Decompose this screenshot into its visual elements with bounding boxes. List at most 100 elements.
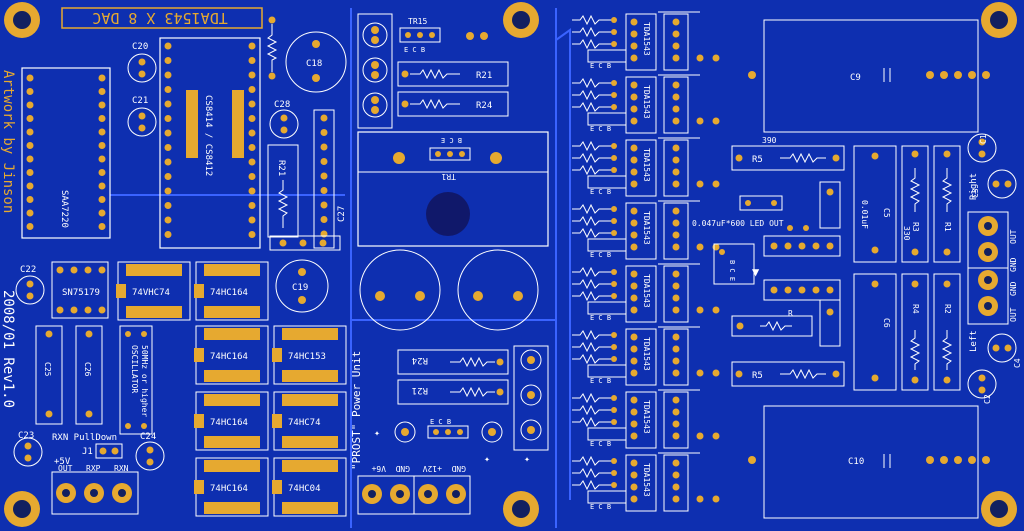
solder-pad bbox=[611, 29, 617, 35]
solder-pad bbox=[320, 114, 328, 122]
solder-pad bbox=[630, 408, 638, 416]
smd-chip-u7: 74HC164 bbox=[194, 457, 269, 517]
solder-pad bbox=[630, 54, 638, 62]
resistor-r24-psu-top: R24 bbox=[397, 91, 509, 117]
solder-pad bbox=[611, 332, 617, 338]
solder-pad bbox=[248, 144, 256, 151]
solder-pad bbox=[56, 306, 64, 314]
solder-pad bbox=[630, 105, 638, 113]
solder-pad bbox=[248, 86, 256, 93]
r-label: R bbox=[788, 309, 793, 318]
solder-pad bbox=[803, 225, 809, 231]
solder-pad bbox=[164, 144, 172, 151]
c3-label: C3 bbox=[971, 188, 980, 198]
solder-pad bbox=[696, 54, 704, 62]
resistor-r3: 330 R3 bbox=[901, 145, 929, 263]
c2-label: C2 bbox=[983, 394, 992, 404]
smd-chip-u8: 74HC04 bbox=[272, 457, 347, 517]
saa7220-label: SAA7220 bbox=[59, 190, 69, 228]
solder-pad bbox=[26, 101, 34, 109]
solder-pad bbox=[248, 71, 256, 79]
solder-pad bbox=[164, 173, 172, 180]
r5-top-label: R5 bbox=[752, 155, 763, 165]
mounting-hole-tl bbox=[4, 2, 40, 38]
section-dividers bbox=[110, 8, 571, 528]
out-right-label: OUT bbox=[1009, 229, 1018, 244]
solder-pad bbox=[98, 209, 106, 217]
solder-pad bbox=[812, 242, 820, 250]
c23-label: C23 bbox=[18, 431, 34, 441]
power-unit-label: "PROST" Power Unit bbox=[350, 351, 363, 470]
solder-pad bbox=[611, 80, 617, 86]
conn-out-label: OUT bbox=[58, 464, 73, 473]
cs8414-chip: CS8414 / CS8412 bbox=[159, 37, 261, 249]
solder-pad bbox=[712, 180, 720, 188]
c6-label: C6 bbox=[882, 318, 891, 328]
solder-pad bbox=[826, 286, 834, 294]
solder-pad bbox=[611, 155, 617, 161]
c5-label: C5 bbox=[882, 208, 891, 218]
solder-pad bbox=[672, 306, 680, 314]
solder-pad bbox=[954, 71, 962, 79]
solder-pad bbox=[630, 81, 638, 89]
psu-gnd1-label: GND bbox=[395, 464, 410, 473]
psu-transistor-bottom: E C B bbox=[427, 418, 469, 439]
solder-pad bbox=[672, 357, 680, 365]
tda1543-label: TDA1543 bbox=[642, 274, 651, 308]
smd-chip-label: 74HC164 bbox=[210, 352, 248, 362]
mounting-hole-br bbox=[981, 491, 1017, 527]
solder-pad bbox=[630, 180, 638, 188]
solder-pad bbox=[70, 266, 78, 274]
resistor-r21-psu-top: R21 bbox=[397, 61, 509, 87]
solder-pad bbox=[98, 88, 106, 95]
tda1543-chip-6: E C B TDA1543 bbox=[572, 326, 720, 386]
solder-pad bbox=[968, 71, 976, 79]
solder-pad bbox=[672, 42, 680, 50]
solder-pad bbox=[320, 129, 328, 136]
resistor-r5-bottom: R5 bbox=[731, 361, 845, 387]
c25-label: C25 bbox=[43, 362, 52, 377]
c1-label: C1 bbox=[979, 134, 988, 144]
solder-pad bbox=[630, 219, 638, 227]
solder-pad bbox=[26, 115, 34, 122]
solder-pad bbox=[611, 356, 617, 362]
solder-pad bbox=[630, 306, 638, 314]
gnd-left-label: GND bbox=[1009, 281, 1018, 296]
solder-pad bbox=[320, 158, 328, 165]
solder-pad bbox=[712, 432, 720, 440]
solder-pad bbox=[672, 483, 680, 491]
spdif-connector: OUT RXP RXN bbox=[51, 464, 139, 515]
dac-transistor-pins-label: E C B bbox=[590, 377, 611, 385]
cap-c10: C10 bbox=[748, 405, 990, 519]
solder-pad bbox=[672, 432, 680, 440]
c27-label: C27 bbox=[337, 206, 347, 222]
mounting-hole-tr bbox=[981, 2, 1017, 38]
psu-big-cap-left bbox=[359, 249, 441, 331]
solder-pad bbox=[98, 306, 106, 314]
dac-transistor-pins-label: E C B bbox=[590, 125, 611, 133]
solder-pad bbox=[630, 459, 638, 467]
solder-pad bbox=[248, 129, 256, 137]
c10-label: C10 bbox=[848, 457, 864, 467]
dac-transistor-pins-label: E C B bbox=[590, 503, 611, 511]
mounting-hole-bm bbox=[503, 491, 539, 527]
solder-pad bbox=[26, 74, 34, 82]
c18-label: C18 bbox=[306, 59, 322, 69]
solder-pad bbox=[164, 86, 172, 93]
smd-chip-label: 74HC164 bbox=[210, 418, 248, 428]
solder-pad bbox=[371, 26, 379, 34]
solder-pad bbox=[712, 495, 720, 503]
smd-chip-label: 74HC164 bbox=[210, 484, 248, 494]
tda1543-label: TDA1543 bbox=[642, 337, 651, 371]
c22-label: C22 bbox=[20, 265, 36, 275]
transformer-tr1: B C E TR1 bbox=[357, 131, 549, 247]
tr15-transistor: TR15 E C B bbox=[399, 17, 441, 54]
solder-pad bbox=[630, 396, 638, 404]
solder-pad bbox=[630, 270, 638, 278]
solder-pad bbox=[26, 169, 34, 176]
